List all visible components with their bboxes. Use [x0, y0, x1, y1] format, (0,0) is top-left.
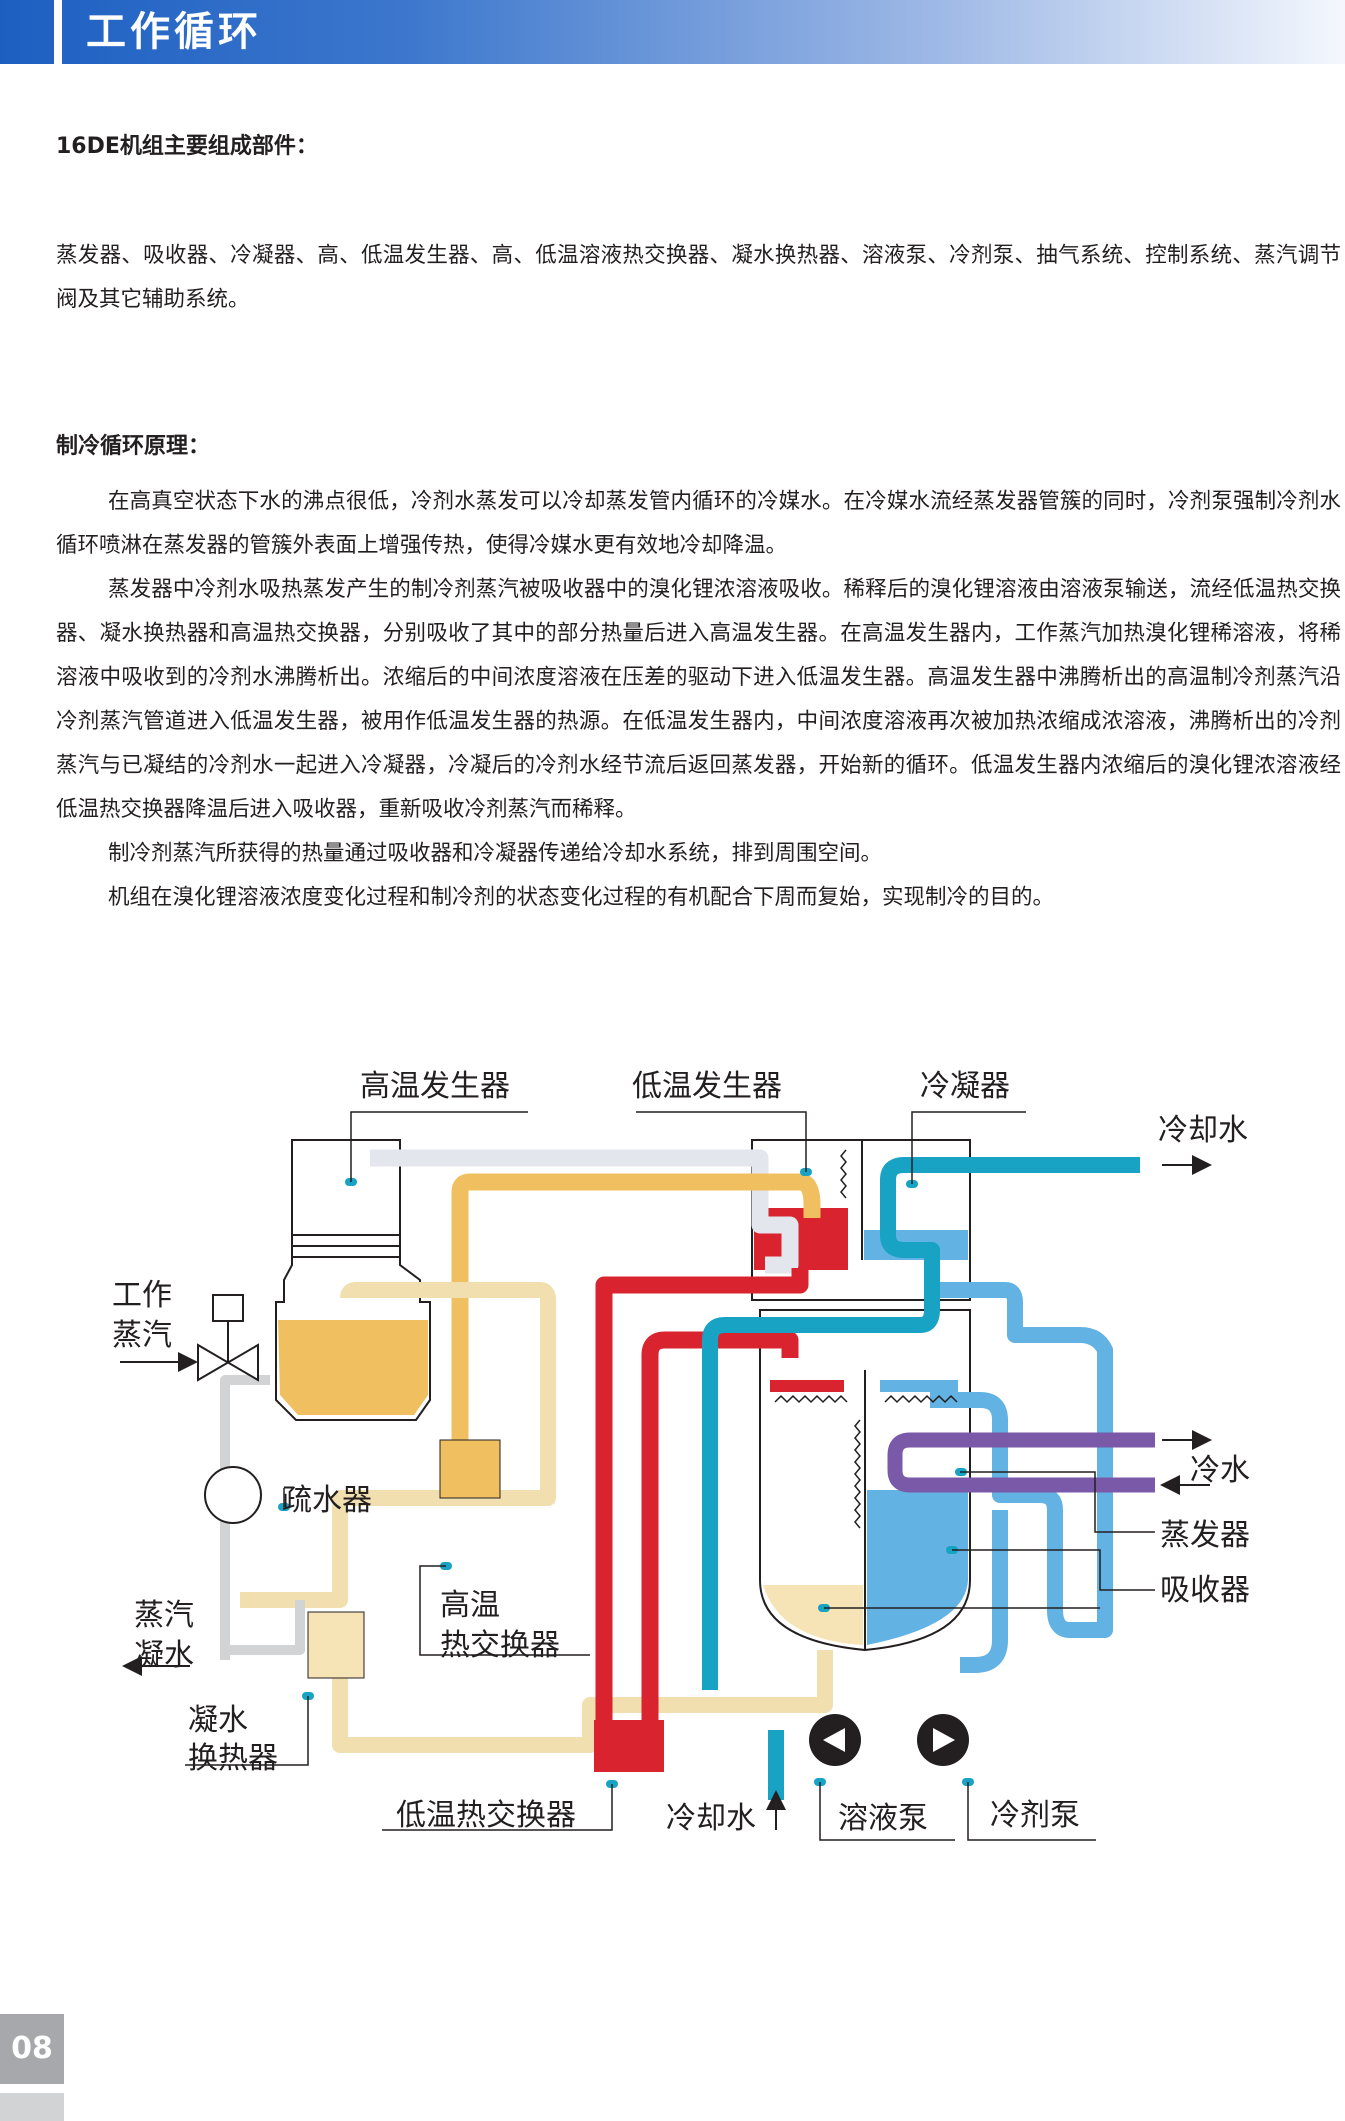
refrigerant-vapor-pipe [370, 1149, 799, 1274]
label-cold-water: 冷水 [1190, 1453, 1250, 1488]
label-solution-pump: 溶液泵 [838, 1801, 928, 1836]
label-steam-in-1: 工作 [112, 1278, 172, 1313]
label-condenser: 冷凝器 [920, 1069, 1010, 1104]
label-condensate-hx-2: 换热器 [188, 1741, 278, 1776]
refrigerant-pump-icon [917, 1714, 969, 1766]
principle-paragraph-4: 机组在溴化锂溶液浓度变化过程和制冷剂的状态变化过程的有机配合下周而复始，实现制冷… [108, 885, 1055, 910]
principle-text: 在高真空状态下水的沸点很低，冷剂水蒸发可以冷却蒸发管内循环的冷媒水。在冷媒水流经… [56, 480, 1341, 920]
refrigerant-water-pipe [930, 1282, 1113, 1673]
label-high-generator: 高温发生器 [360, 1069, 510, 1104]
refrigeration-cycle-diagram: 高温发生器 低温发生器 冷凝器 冷却水 工作 蒸汽 疏水器 冷水 蒸发器 吸收器… [112, 1069, 1250, 1841]
page-header: 工作循环 [0, 0, 1345, 64]
evaporator-spray-header [880, 1380, 958, 1392]
components-heading: 16DE机组主要组成部件： [56, 134, 318, 159]
label-cooling-water-out: 冷却水 [1158, 1113, 1248, 1148]
principle-paragraph-2: 蒸发器中冷剂水吸热蒸发产生的制冷剂蒸汽被吸收器中的溴化锂浓溶液吸收。稀释后的溴化… [56, 577, 1341, 822]
label-condensate-hx-1: 凝水 [188, 1703, 248, 1738]
components-text: 蒸发器、吸收器、冷凝器、高、低温发生器、高、低温溶液热交换器、凝水换热器、溶液泵… [56, 234, 1341, 322]
label-low-hx: 低温热交换器 [396, 1798, 576, 1833]
components-body: 蒸发器、吸收器、冷凝器、高、低温发生器、高、低温溶液热交换器、凝水换热器、溶液泵… [56, 243, 1341, 312]
condensate-pipe [220, 1375, 305, 1660]
label-high-hx-2: 热交换器 [440, 1628, 560, 1663]
concentrated-solution-pipe [595, 1268, 809, 1730]
label-high-hx-1: 高温 [440, 1588, 500, 1623]
header-strip [54, 0, 62, 64]
label-steam-in-2: 蒸汽 [112, 1318, 172, 1353]
page-number-tab [0, 2093, 64, 2121]
evaporator-water [867, 1490, 968, 1645]
label-condensate-out-1: 蒸汽 [134, 1598, 194, 1633]
absorber-solution [763, 1585, 863, 1645]
label-refrigerant-pump: 冷剂泵 [990, 1798, 1080, 1833]
principle-paragraph-1: 在高真空状态下水的沸点很低，冷剂水蒸发可以冷却蒸发管内循环的冷媒水。在冷媒水流经… [56, 489, 1341, 558]
label-low-generator: 低温发生器 [632, 1069, 782, 1104]
drain-trap-icon [204, 1466, 262, 1524]
steam-valve-icon [197, 1294, 259, 1382]
label-cooling-water-in: 冷却水 [666, 1801, 756, 1836]
cooling-water-pipe [702, 1157, 1140, 1800]
middle-solution-pipe [451, 1173, 821, 1440]
principle-heading: 制冷循环原理： [56, 434, 211, 459]
page-number: 08 [0, 2014, 64, 2084]
label-evaporator: 蒸发器 [1160, 1518, 1250, 1553]
high-generator-solution [278, 1320, 428, 1415]
label-drain-trap: 疏水器 [282, 1483, 372, 1518]
label-absorber: 吸收器 [1160, 1573, 1250, 1608]
condensate-heat-exchanger [307, 1611, 365, 1679]
page-title: 工作循环 [86, 9, 262, 55]
high-temp-heat-exchanger [439, 1439, 501, 1499]
dilute-solution-pipe [240, 1282, 833, 1753]
chilled-water-pipe [887, 1432, 1155, 1493]
label-condensate-out-2: 凝水 [134, 1638, 194, 1673]
principle-paragraph-3: 制冷剂蒸汽所获得的热量通过吸收器和冷凝器传递给冷却水系统，排到周围空间。 [108, 841, 883, 866]
absorber-spray-header [770, 1380, 844, 1392]
low-temp-heat-exchanger [594, 1720, 664, 1772]
solution-pump-icon [809, 1714, 861, 1766]
